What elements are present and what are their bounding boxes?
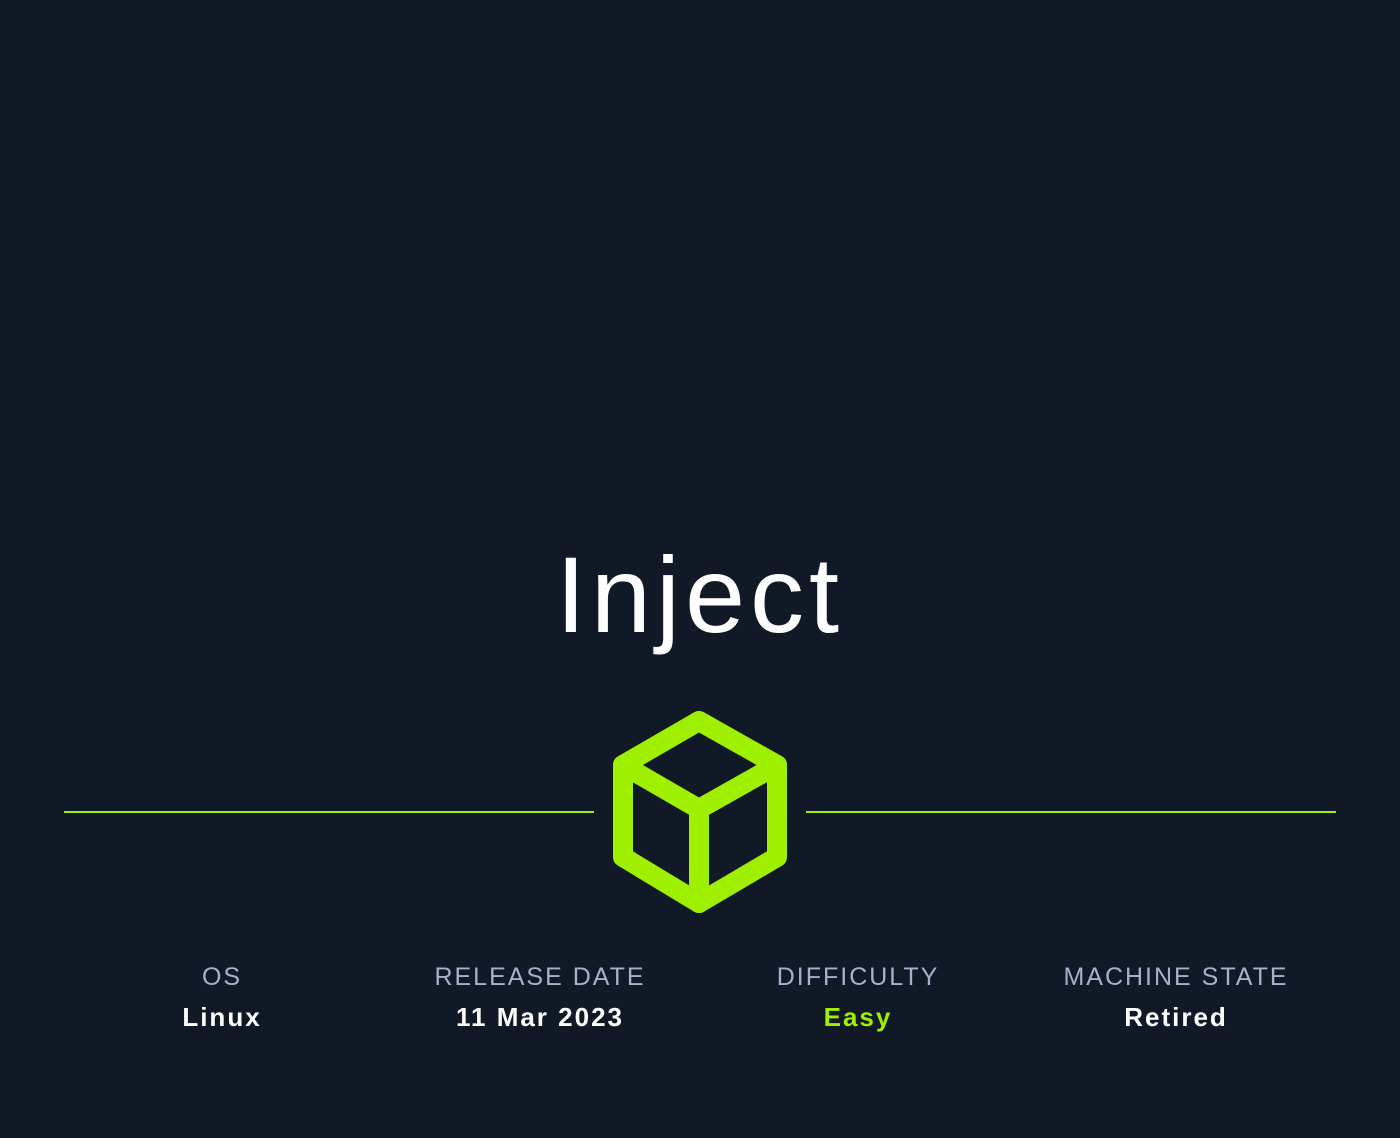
divider-right <box>806 811 1336 813</box>
stat-release-date-label: RELEASE DATE <box>434 963 646 991</box>
stat-machine-state-value: Retired <box>1124 1002 1228 1032</box>
stat-os-label: OS <box>201 963 243 991</box>
stat-release-date-value: 11 Mar 2023 <box>455 1002 624 1032</box>
stat-difficulty-label: DIFFICULTY <box>776 963 940 991</box>
stat-os: OS Linux <box>62 960 382 1034</box>
stat-difficulty-value: Easy <box>823 1002 893 1032</box>
stat-machine-state-label: MACHINE STATE <box>1063 963 1289 991</box>
stat-os-value: Linux <box>182 1002 262 1032</box>
machine-title: Inject <box>555 534 845 655</box>
hackthebox-cube-icon <box>613 711 787 913</box>
stat-difficulty: DIFFICULTY Easy <box>698 960 1018 1034</box>
divider-left <box>64 811 594 813</box>
stat-machine-state: MACHINE STATE Retired <box>1016 960 1336 1034</box>
stat-release-date: RELEASE DATE 11 Mar 2023 <box>380 960 700 1034</box>
